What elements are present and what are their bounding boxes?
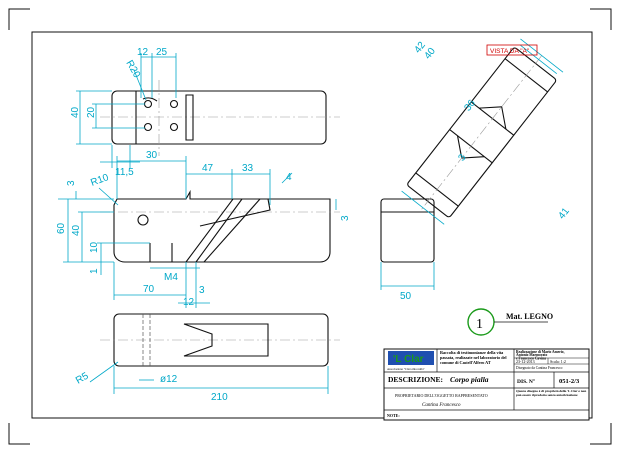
- rights-notice: Questo disegno è di proprietà dello 'L C…: [516, 389, 587, 398]
- owner-name: Cantina Francesco: [422, 403, 461, 408]
- material-label: Mat. LEGNO: [506, 312, 553, 321]
- top-view: 12 25 R20 40 20 11,5: [70, 47, 340, 178]
- drawing-date: 23-12-2013: [516, 359, 535, 364]
- bottom-view: R5 ø12 210: [74, 313, 340, 403]
- material-callout: 1 Mat. LEGNO: [467, 308, 553, 336]
- dim-phi12: ø12: [160, 374, 178, 385]
- bottom-dim-lines: [89, 361, 329, 394]
- dim-33: 33: [242, 163, 254, 174]
- dim-20-top: 20: [86, 106, 97, 118]
- sheet-frame: [31, 31, 593, 419]
- dim-12-side: 12: [183, 297, 195, 308]
- vista-a-view: [401, 38, 564, 225]
- title-block: 'L Clar Associazione "Clara mia nulla" R…: [383, 348, 590, 421]
- dim-30: 30: [146, 150, 158, 161]
- dim-3-bottom: 3: [199, 285, 205, 296]
- dim-50: 50: [400, 291, 412, 302]
- dim-r20: R20: [123, 59, 142, 81]
- dim-1: 1: [89, 268, 100, 274]
- dim-41: 41: [556, 206, 572, 222]
- dim-70: 70: [143, 284, 155, 295]
- top-dim-lines: [76, 53, 177, 168]
- dim-3-vista: 3: [456, 152, 468, 164]
- drawing-scale: Scala: 1:2: [550, 359, 566, 364]
- dim-12-top: 12: [137, 47, 149, 58]
- archive-description: Raccolta di testimonianze della vita pas…: [440, 350, 507, 365]
- side-dim-lines: [58, 156, 337, 308]
- note-label: NOTE:: [387, 413, 400, 418]
- author-line-1: Realizzazione di Mario Amerio,: [516, 350, 565, 354]
- part-number: 1: [476, 317, 483, 332]
- dim-3-left: 3: [66, 180, 77, 186]
- property-line: PROPRIETARIO DELL'OGGETTO RAPPRESENTATO: [395, 393, 488, 398]
- logo-subtitle: Associazione "Clara mia nulla": [387, 367, 425, 371]
- vista-label: VISTA DA "A": [490, 48, 530, 55]
- logo-box: [388, 351, 434, 365]
- dim-47: 47: [202, 163, 214, 174]
- logo: 'L Clar: [393, 354, 424, 365]
- dim-40-top: 40: [70, 106, 81, 118]
- descrizione-label: DESCRIZIONE:: [388, 375, 443, 384]
- dim-10: 10: [89, 241, 100, 253]
- author-line-2: Antonio Marmorato: [516, 353, 547, 357]
- side-view: 30 R10 47 33 4 3 60 40 10 1 M4 70 12 3 3: [56, 150, 351, 308]
- dim-4: 4: [286, 172, 292, 183]
- dim-210: 210: [211, 392, 228, 403]
- descrizione-value: Corpo pialla: [450, 375, 489, 384]
- author-line-3: e Francesco Cavina: [516, 357, 546, 361]
- drawn-by: Disegnato da Cantina Francesco: [516, 366, 563, 370]
- dis-label: DIS. N°: [517, 378, 535, 385]
- dim-r5: R5: [74, 370, 91, 386]
- end-view: 50: [380, 198, 435, 302]
- dis-value: 051-2/3: [559, 378, 580, 385]
- dim-25-top: 25: [156, 47, 168, 58]
- vista-label-box: [486, 44, 538, 56]
- dim-11-5: 11,5: [115, 167, 134, 178]
- dim-60: 60: [56, 222, 67, 234]
- dim-m4: M4: [164, 272, 178, 283]
- dim-r10: R10: [89, 172, 110, 189]
- dim-3-right: 3: [340, 215, 351, 221]
- dim-40-side: 40: [71, 224, 82, 236]
- corner-marks: [8, 8, 612, 445]
